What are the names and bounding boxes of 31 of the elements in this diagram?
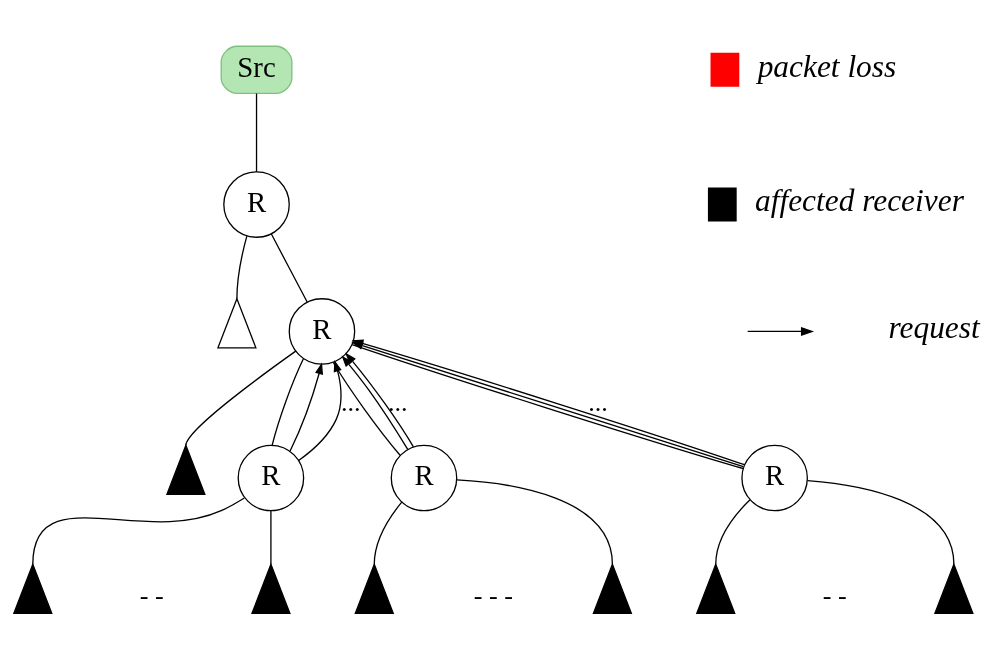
node-circle: R xyxy=(223,170,290,238)
connector xyxy=(185,349,297,446)
legend-label: packet loss xyxy=(757,48,897,84)
node-triangle xyxy=(216,296,257,348)
legend-label: request xyxy=(888,309,980,345)
node-box: Src xyxy=(220,45,293,94)
connector xyxy=(715,498,751,565)
node-triangle xyxy=(695,562,736,614)
connector xyxy=(456,478,614,565)
node-triangle xyxy=(12,562,53,614)
node-triangle xyxy=(354,562,395,614)
label: - - xyxy=(139,580,164,610)
label: - - - xyxy=(473,580,513,610)
label: - - xyxy=(822,580,847,610)
connector xyxy=(271,357,305,446)
connector xyxy=(806,479,955,565)
connector xyxy=(373,501,403,565)
node-triangle xyxy=(933,562,974,614)
node-triangle xyxy=(165,442,206,495)
node-triangle xyxy=(251,562,291,614)
legend-label: affected receiver xyxy=(755,182,964,218)
connector xyxy=(236,234,248,299)
connector xyxy=(32,496,245,565)
node-triangle xyxy=(592,562,633,614)
node-circle: R xyxy=(741,444,808,511)
arrow xyxy=(298,359,342,461)
arrow xyxy=(289,361,324,452)
connector xyxy=(255,92,258,172)
connector xyxy=(270,232,308,303)
node-circle: R xyxy=(237,444,305,511)
connector xyxy=(270,509,272,565)
